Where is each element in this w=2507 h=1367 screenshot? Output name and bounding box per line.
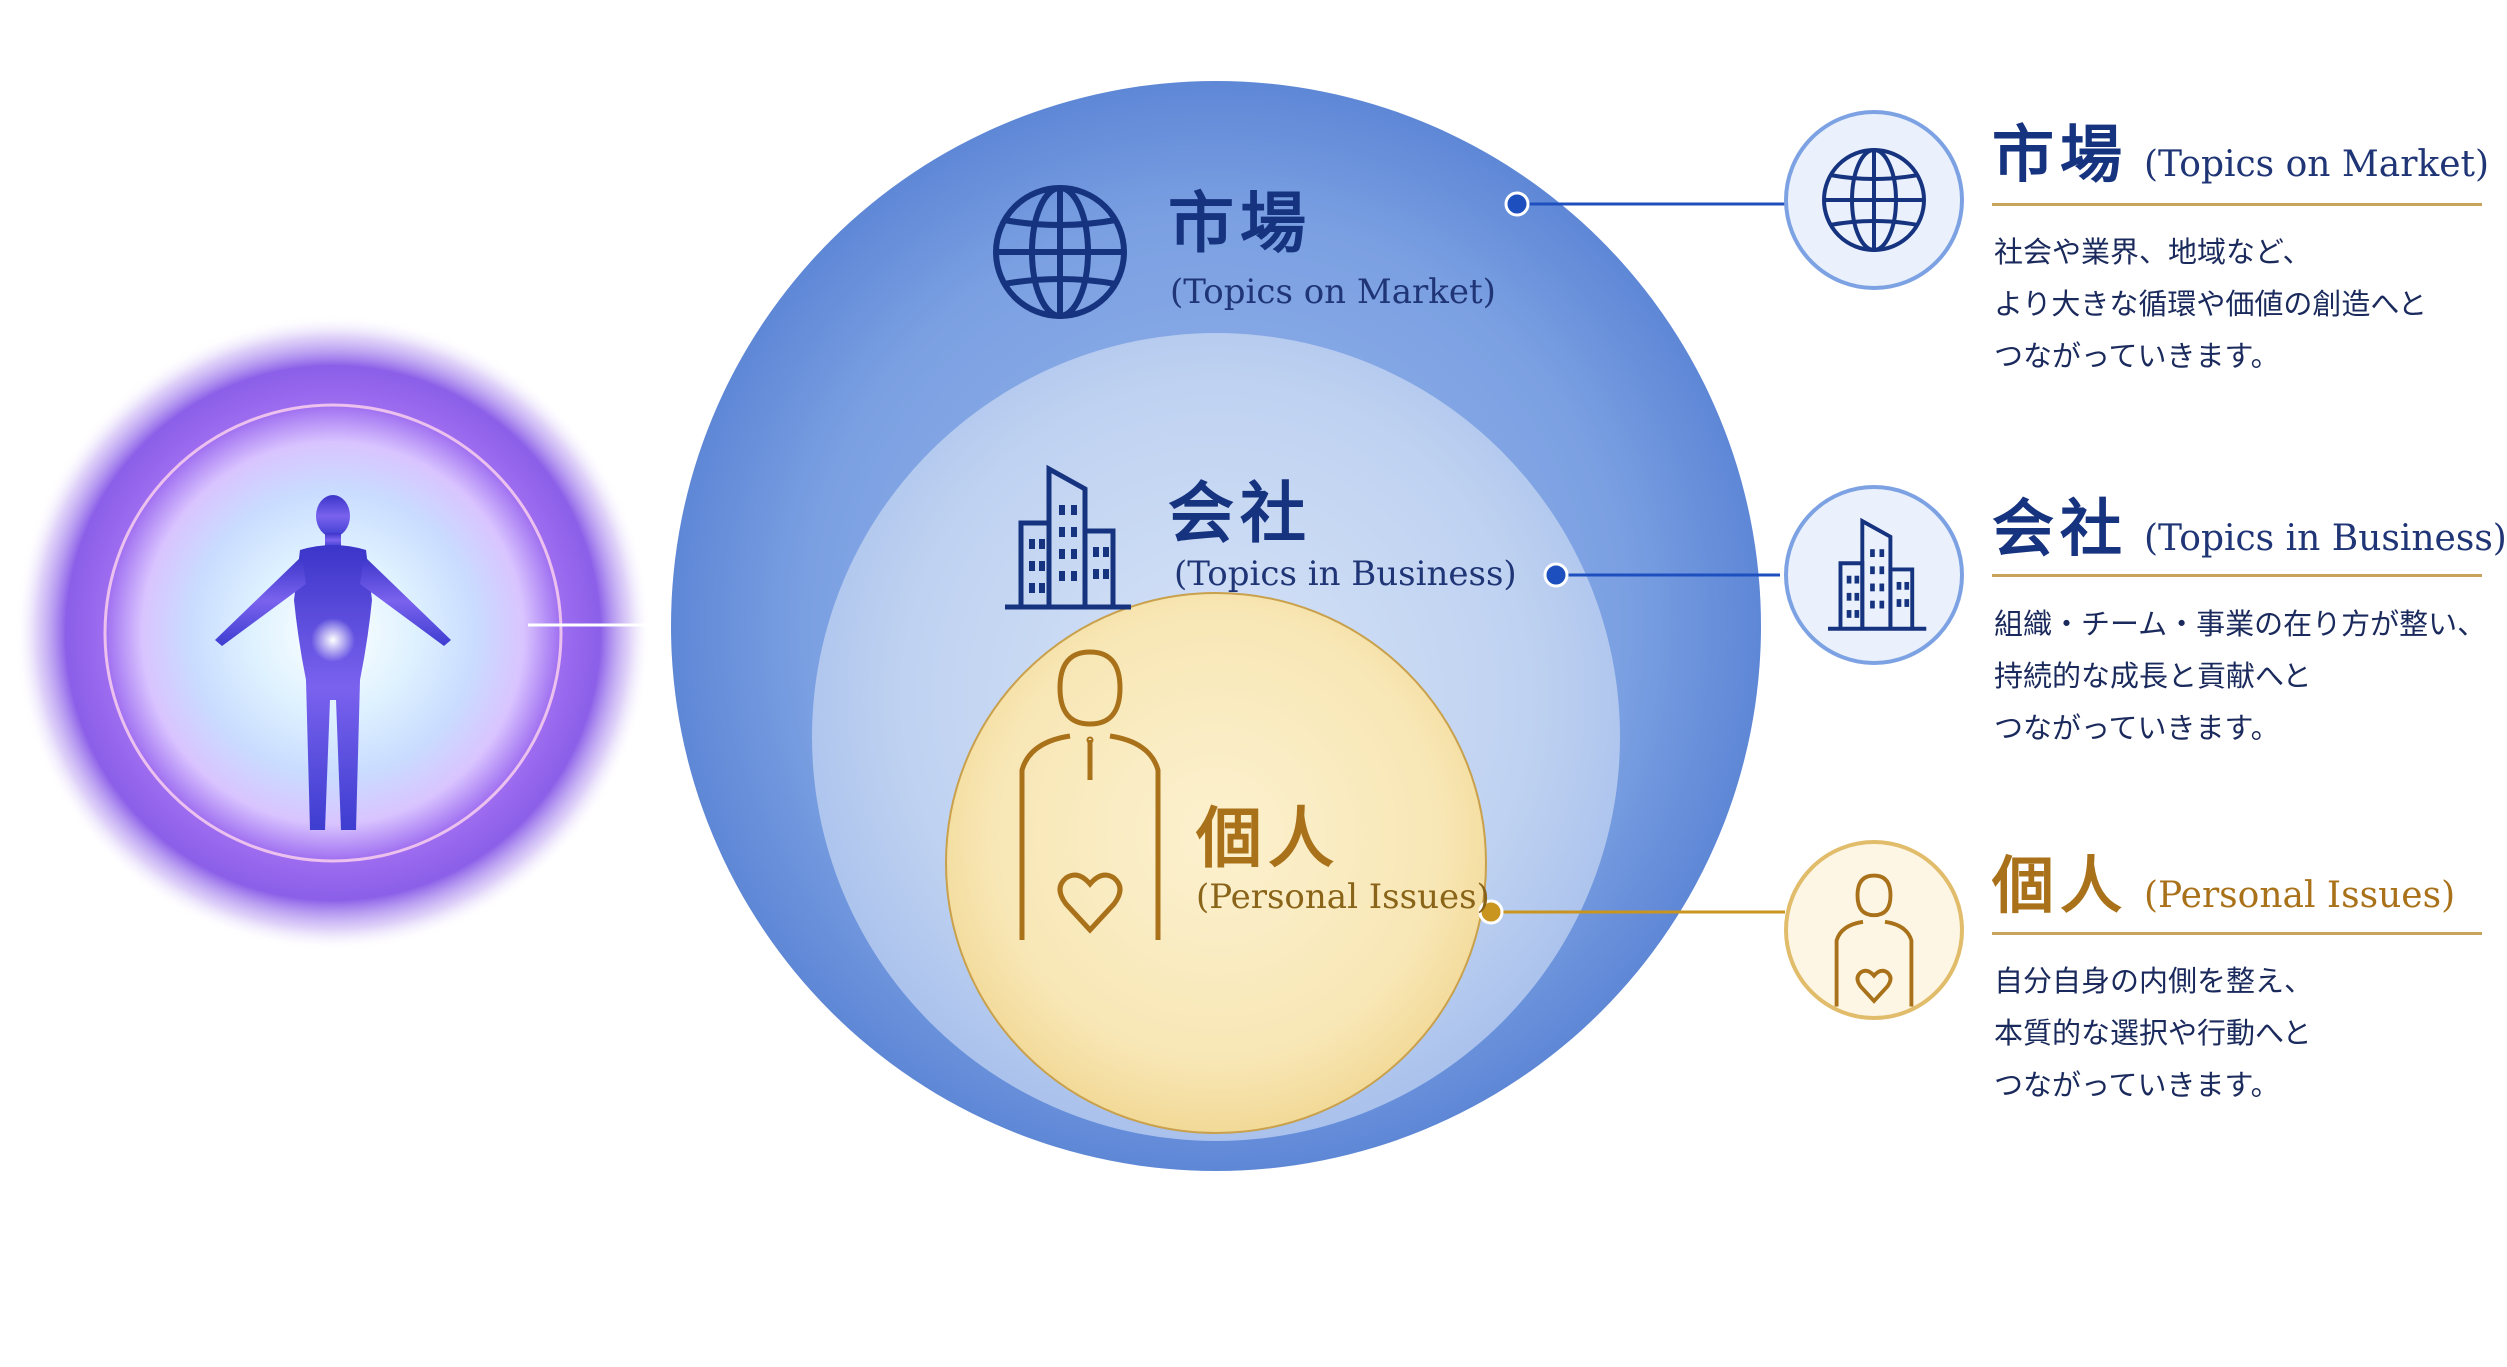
globe-icon: [993, 185, 1127, 319]
person-heart-icon: [1019, 649, 1161, 940]
panel-market-desc-line: より大きな循環や価値の創造へと: [1994, 287, 2427, 321]
panel-market-description: 社会や業界、地域など、 より大きな循環や価値の創造へと つながっていきます。: [1994, 226, 2427, 382]
panel-personal-icon-circle: [1784, 840, 1964, 1020]
panel-personal-description: 自分自身の内側を整え、 本質的な選択や行動へと つながっていきます。: [1994, 955, 2313, 1111]
panel-business-title-en: (Topics in Business): [2144, 518, 2507, 559]
ring-business-title: 会社: [1168, 474, 1312, 552]
panel-market-title: 市場 (Topics on Market): [1992, 124, 2489, 186]
panel-market-desc-line: 社会や業界、地域など、: [1994, 235, 2312, 269]
panel-personal-title: 個人 (Personal Issues): [1992, 855, 2455, 917]
panel-market-title-jp: 市場: [1992, 118, 2129, 191]
panel-business-title-jp: 会社: [1992, 492, 2129, 565]
personal-connector: [1478, 899, 1785, 925]
panel-personal-desc-line: 本質的な選択や行動へと: [1994, 1016, 2312, 1050]
panel-personal-title-jp: 個人: [1992, 849, 2129, 922]
panel-personal-desc-line: つながっていきます。: [1994, 1068, 2280, 1102]
panel-business-desc-line: 組織・チーム・事業の在り方が整い、: [1994, 607, 2487, 641]
building-icon: [1005, 464, 1131, 610]
person-heart-icon: [1834, 873, 1914, 1007]
panel-market-desc-line: つながっていきます。: [1994, 339, 2280, 373]
panel-market-icon-circle: [1784, 110, 1964, 290]
panel-personal-title-en: (Personal Issues): [2144, 875, 2456, 916]
market-connector: [1504, 191, 1788, 217]
panel-business-rule: [1992, 574, 2482, 577]
ring-market-title: 市場: [1168, 184, 1312, 262]
panel-personal-rule: [1992, 932, 2482, 935]
panel-market-title-en: (Topics on Market): [2144, 144, 2490, 185]
ring-personal-title: 個人: [1196, 799, 1340, 877]
building-icon: [1828, 517, 1927, 631]
panel-business-icon-circle: [1784, 485, 1964, 665]
panel-business-description: 組織・チーム・事業の在り方が整い、 持続的な成長と貢献へと つながっていきます。: [1994, 598, 2486, 754]
panel-business-desc-line: つながっていきます。: [1994, 711, 2280, 745]
ring-personal-subtitle: (Personal Issues): [1196, 877, 1490, 917]
panel-market-rule: [1992, 203, 2482, 206]
human-figure-aura-icon: [15, 315, 651, 951]
ring-business-subtitle: (Topics in Business): [1174, 554, 1517, 594]
globe-icon: [1822, 148, 1926, 252]
panel-personal-desc-line: 自分自身の内側を整え、: [1994, 964, 2314, 998]
panel-business-desc-line: 持続的な成長と貢献へと: [1994, 659, 2312, 693]
personal-circle: [945, 592, 1487, 1134]
business-connector: [1543, 562, 1780, 588]
panel-business-title: 会社 (Topics in Business): [1992, 498, 2507, 560]
ring-market-subtitle: (Topics on Market): [1170, 272, 1496, 312]
